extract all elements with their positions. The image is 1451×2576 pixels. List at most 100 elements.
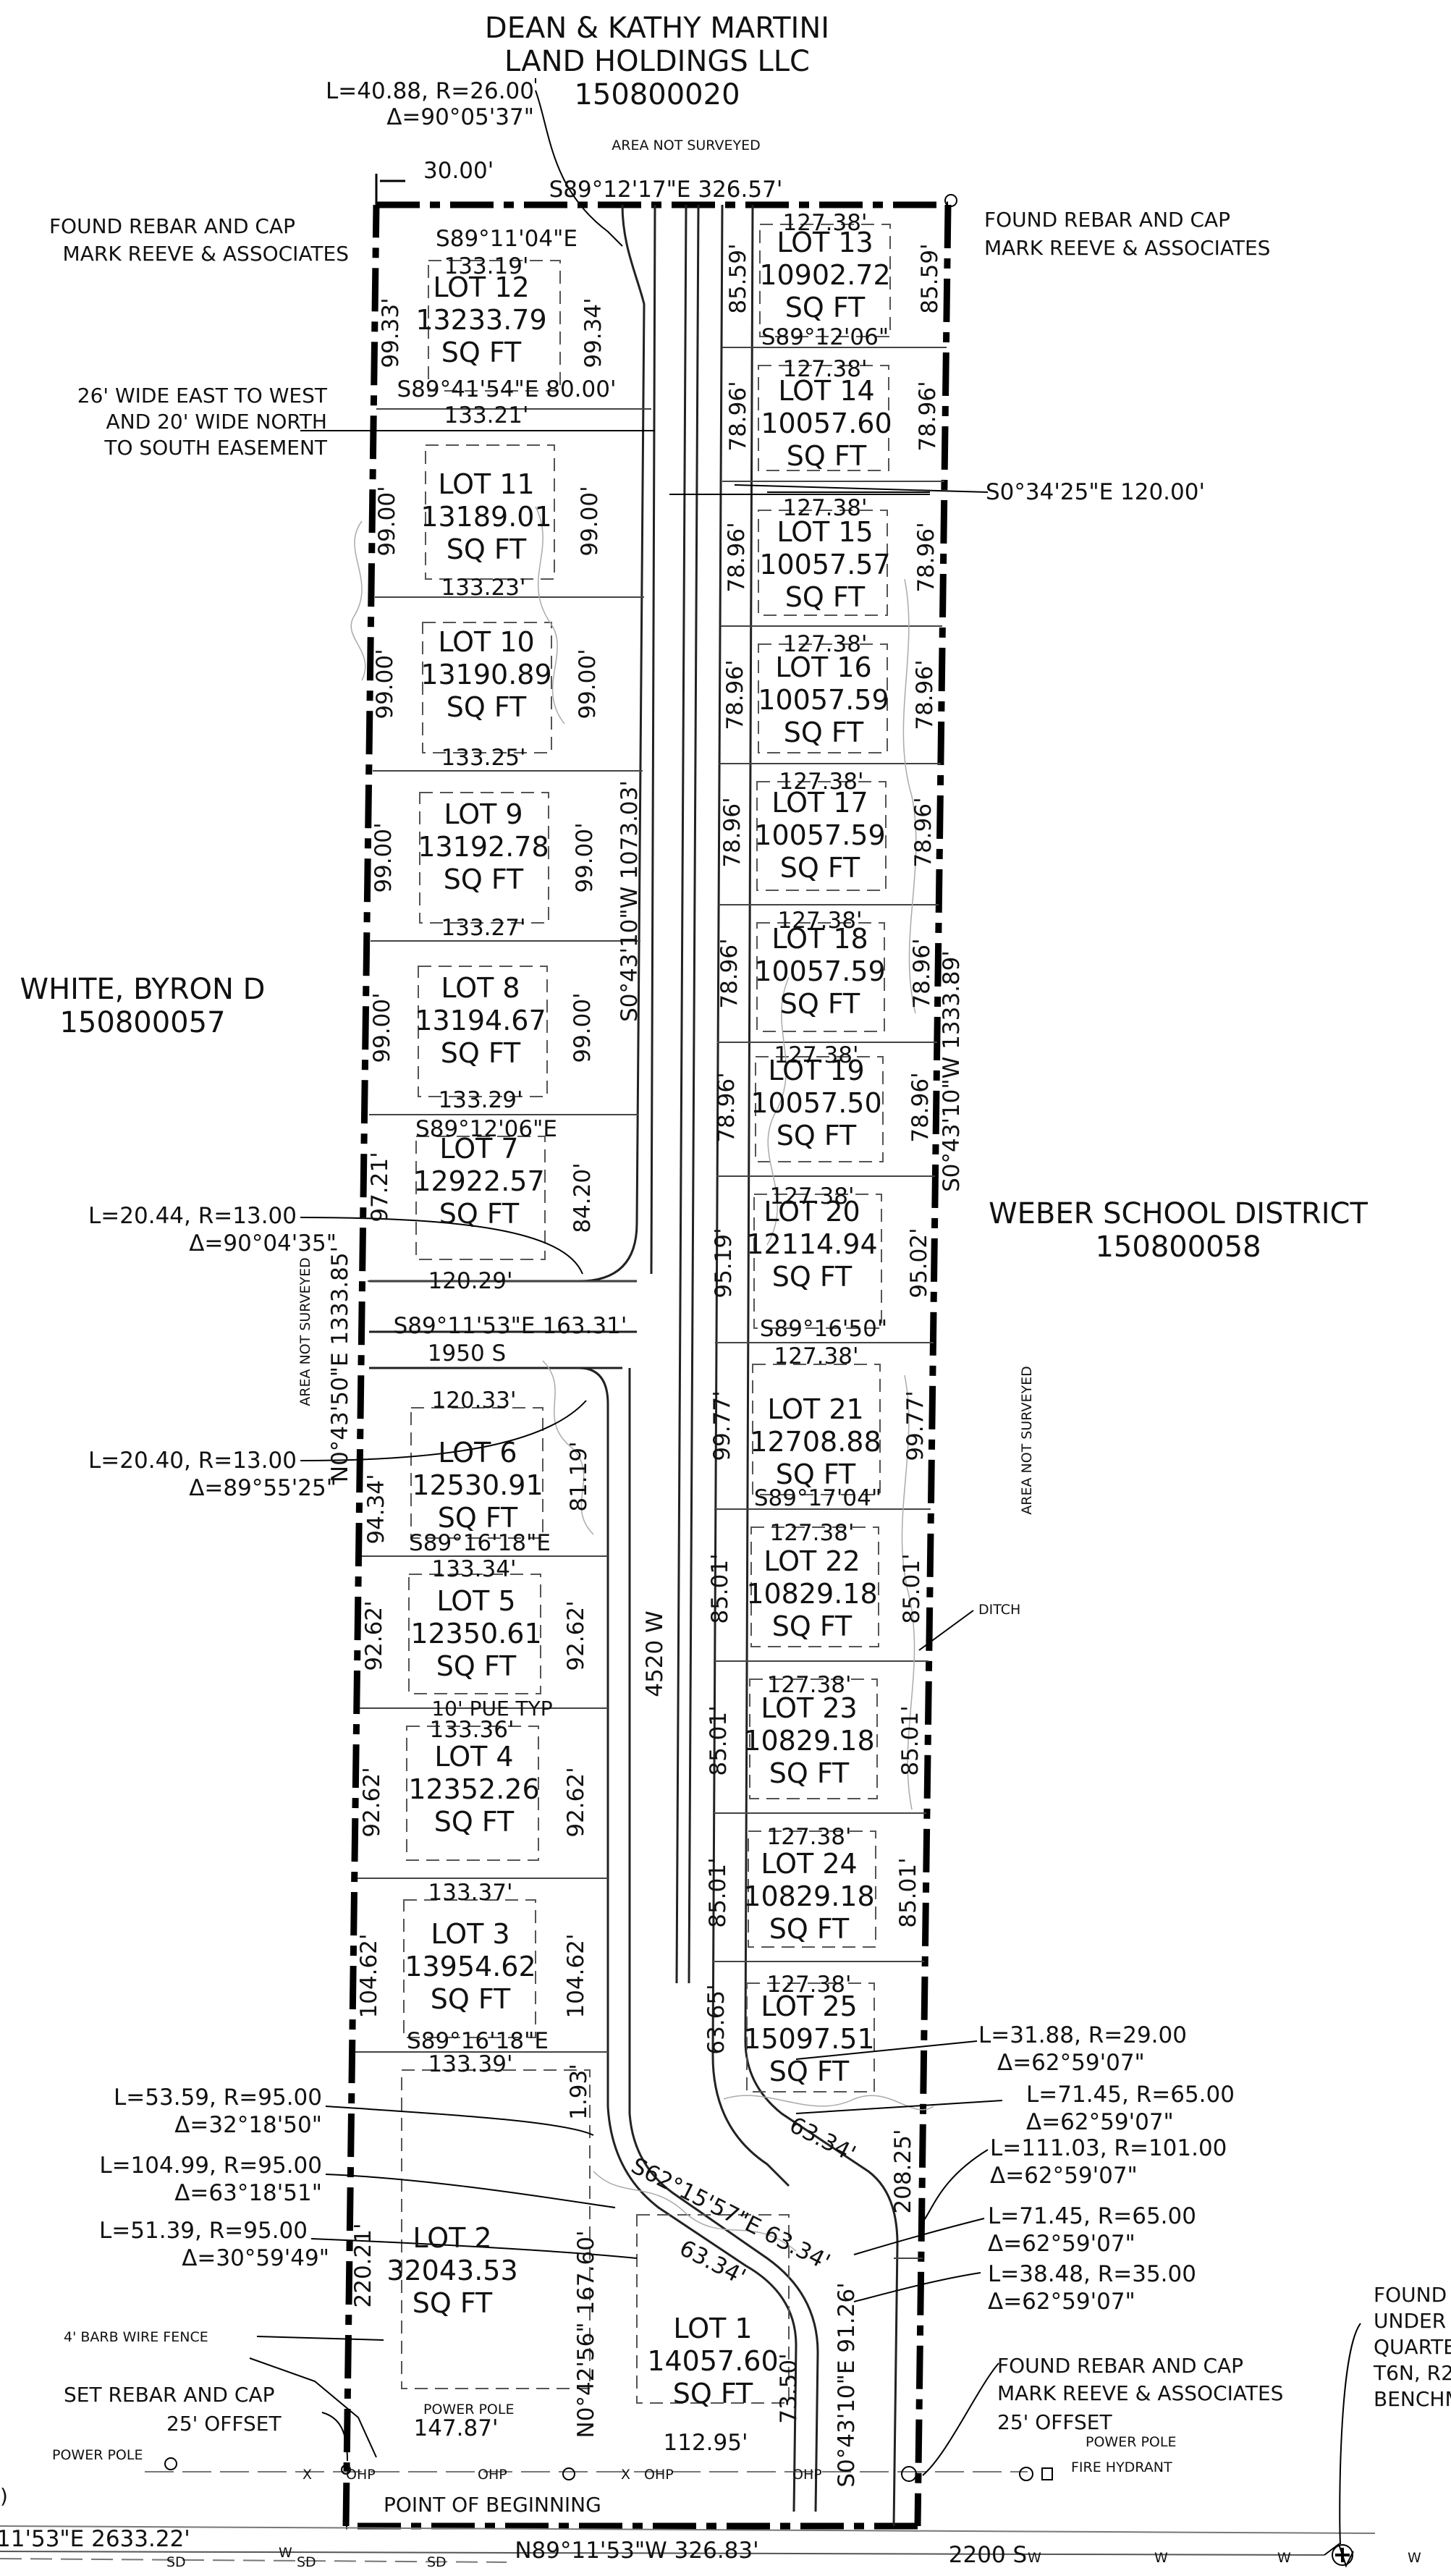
lot-unit: SQ FT [785,581,866,613]
lot-17: LOT 17 10057.59 SQ FT [754,787,885,884]
lot21-bearing: S89°16'50" [760,1316,887,1342]
lot-16: LOT 16 10057.59 SQ FT [758,651,889,748]
monument-line5: BENCHM [1374,2387,1451,2411]
found-rebar-nw-line1: FOUND REBAR AND CAP [49,214,295,238]
lot23-e: 85.01' [897,1705,923,1775]
east-line-bearing: S0°43'10"W 1333.89' [939,950,965,1192]
lot-unit: SQ FT [776,1458,856,1490]
lot21-e: 99.77' [902,1390,928,1461]
diagonal-length-b: 63.34' [785,2112,860,2167]
lot-name: LOT 12 [433,271,529,303]
not-surveyed-east: AREA NOT SURVEYED [1019,1366,1035,1514]
lot-name: LOT 11 [438,468,534,500]
lot-4: LOT 4 12352.26 SQ FT [408,1741,539,1838]
row-width-marker [375,174,405,205]
south-line-bearing: N89°11'53"W 326.83' [515,2538,758,2564]
north-owner-line2: LAND HOLDINGS LLC [504,45,810,78]
water-label: W [1408,2550,1421,2566]
lot20-e: 95.02' [906,1228,932,1298]
lot-unit: SQ FT [784,717,864,748]
lot8-front: 99.00' [570,992,596,1063]
lot-area: 32043.53 [386,2255,517,2286]
ohp-label: OHP [478,2467,507,2483]
found-rebar-se-icon [901,2466,917,2482]
lot-14: LOT 14 10057.60 SQ FT [761,375,892,472]
curve7-length: L=31.88, R=29.00 [978,2022,1187,2048]
curve6-length: L=51.39, R=95.00 [99,2218,308,2244]
monument-symbols [164,194,1353,2566]
storm-drain-label: SD [297,2554,316,2570]
curve-table-labels: L=40.88, R=26.00 Δ=90°05'37" L=20.44, R=… [88,78,1235,2315]
centerline-bearing: S0°43'10"W 1073.03' [617,780,643,1022]
lot-area: 15097.51 [743,2023,874,2055]
lot-name: LOT 2 [413,2222,491,2254]
lot-name: LOT 3 [431,1918,509,1950]
lot13-w: 85.59' [725,243,751,313]
lot-area: 10902.72 [759,259,890,291]
lot-name: LOT 1 [673,2313,752,2344]
lot-area: 12922.57 [413,1165,544,1197]
lot24-e: 85.01' [895,1857,921,1927]
lot-area: 13189.01 [420,501,551,533]
lot8-depth: 99.00' [369,992,395,1063]
lot-5: LOT 5 12350.61 SQ FT [410,1585,541,1682]
lot-21: LOT 21 12708.88 SQ FT [750,1393,881,1490]
lot-area: 10057.59 [754,955,885,987]
lot-area: 10057.59 [754,819,885,851]
not-surveyed-west: AREA NOT SURVEYED [297,1257,313,1406]
lot2-bottom: 147.87' [414,2415,499,2441]
contour-lines [350,506,934,2252]
lot21-w: 99.77' [709,1390,735,1461]
road-2200s-label: 2200 S [949,2542,1027,2568]
not-surveyed-north: AREA NOT SURVEYED [612,138,760,153]
curve2-length: L=20.44, R=13.00 [88,1203,297,1229]
north-line-bearing: S89°12'17"E 326.57' [549,177,783,203]
lot11-front: 99.00' [577,486,603,556]
lot1-bottom: 112.95' [664,2430,748,2456]
lot6-top: 120.33' [432,1388,517,1414]
fire-hydrant-label: FIRE HYDRANT [1071,2459,1172,2475]
lot1-e: S0°43'10"E 91.26' [834,2282,860,2487]
lot-area: 10057.59 [758,684,889,716]
lot-unit: SQ FT [769,1757,850,1789]
lot-unit: SQ FT [436,1650,517,1682]
power-pole-w-label: POWER POLE [52,2447,143,2463]
lot22-top: 127.38' [770,1520,855,1546]
set-rebar-line1: SET REBAR AND CAP [64,2383,274,2407]
monument-line2: UNDER [1374,2309,1446,2333]
lot15-top: 127.38' [783,495,868,521]
lot11-bottom: 133.23' [441,575,526,601]
power-pole-s-icon [562,2467,575,2480]
lot-area: 12350.61 [410,1618,541,1650]
lot3-front: 104.62' [563,1934,589,2019]
utility-lines [0,2471,1376,2568]
lot-area: 13954.62 [405,1951,536,1982]
storm-drain-label: SD [427,2554,447,2570]
road-4520w-label: 4520 W [642,1610,668,1697]
ditch-label: DITCH [978,1602,1020,1618]
north-owner-parcel: 150800020 [574,78,740,111]
lot4-depth: 92.62' [359,1767,385,1837]
curve9-delta: Δ=62°59'07" [990,2163,1138,2189]
lot16-w: 78.96' [722,659,748,730]
lot-name: LOT 19 [768,1055,864,1086]
west-lot-dimensions: S89°11'04"E 133.19' 99.33' 99.34' S89°41… [350,226,617,2441]
lot7-front: 84.20' [570,1162,596,1233]
lot14-w: 78.96' [725,381,751,451]
lot22-bearing: S89°17'04" [754,1485,881,1511]
lot-20: LOT 20 12114.94 SQ FT [746,1196,877,1293]
ohp-label: OHP [644,2467,674,2483]
lot2-depth: 220.21' [350,2224,376,2308]
road-1950s-bearing: S89°11'53"E 163.31' [394,1313,627,1339]
lot2-top: 133.39' [428,2051,513,2077]
lot9-bottom: 133.27' [441,915,526,941]
lot-area: 10057.50 [750,1087,881,1119]
curve10-delta: Δ=62°59'07" [988,2231,1135,2257]
lot-area: 13233.79 [415,304,546,336]
lot-name: LOT 7 [439,1133,518,1165]
north-owner-line1: DEAN & KATHY MARTINI [485,12,829,45]
found-rebar-nw-line2: MARK REEVE & ASSOCIATES [63,242,349,266]
lot-unit: SQ FT [772,1610,853,1642]
lot23-w: 85.01' [706,1705,732,1775]
